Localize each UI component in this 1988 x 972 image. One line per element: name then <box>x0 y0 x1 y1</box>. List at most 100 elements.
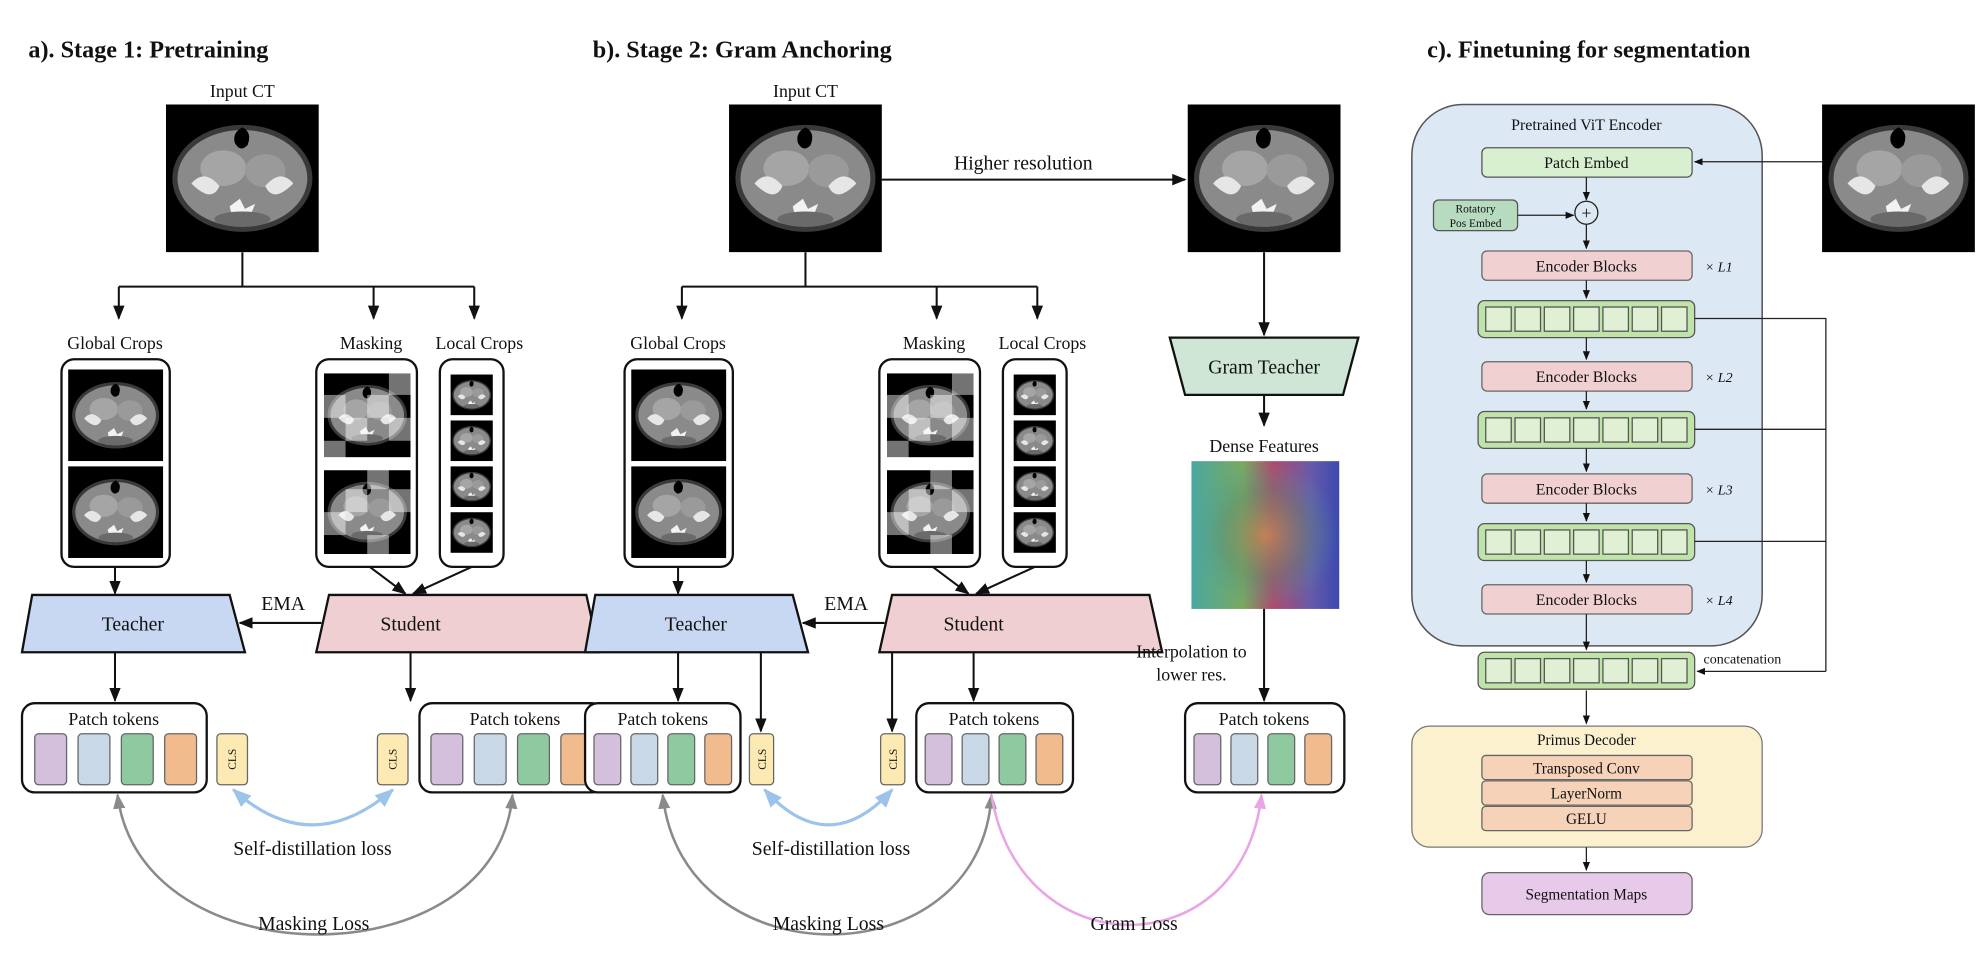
teacher-block <box>20 593 247 654</box>
student-label: Student <box>380 614 441 636</box>
arrow-masking-to-student <box>369 566 407 595</box>
student-block <box>314 593 601 654</box>
token <box>1035 733 1064 786</box>
input-ct-image <box>729 104 882 253</box>
encoder-block: Encoder Blocks× L4 <box>1481 584 1733 615</box>
token <box>164 733 198 786</box>
higher-resolution-label: Higher resolution <box>954 152 1093 174</box>
repeat-label: × L4 <box>1705 594 1733 609</box>
split-line <box>118 252 475 288</box>
token-cell <box>1602 417 1630 443</box>
local-crop-image <box>1013 374 1056 416</box>
local-crop-image <box>1013 512 1056 553</box>
student-patch-tokens: Patch tokens <box>915 702 1075 794</box>
teacher-label: Teacher <box>665 614 728 636</box>
svg-text:LayerNorm: LayerNorm <box>1551 786 1622 803</box>
global-crops-label: Global Crops <box>630 333 726 353</box>
token-cell <box>1485 529 1512 555</box>
token-cell <box>1631 657 1659 684</box>
global-crops-label: Global Crops <box>67 333 163 353</box>
patch-tokens-label: Patch tokens <box>68 709 159 729</box>
arrow-local-to-student <box>411 565 473 595</box>
token-cell <box>1514 417 1542 443</box>
svg-text:CLS: CLS <box>888 749 900 770</box>
teacher-patch-tokens: Patch tokens <box>583 702 742 794</box>
teacher-cls-token: CLS <box>748 733 775 786</box>
encoder-title: Pretrained ViT Encoder <box>1511 117 1662 134</box>
repeat-label: × L2 <box>1705 371 1733 386</box>
token <box>1230 733 1259 786</box>
concatenated-token-bar <box>1477 651 1696 690</box>
token <box>924 733 953 786</box>
gram-teacher-label: Gram Teacher <box>1208 356 1320 378</box>
svg-text:Encoder Blocks: Encoder Blocks <box>1536 258 1637 275</box>
patch-tokens-label: Patch tokens <box>470 709 561 729</box>
token-cell <box>1631 417 1659 443</box>
arrow-masking-to-student <box>932 566 970 595</box>
concatenation-label: concatenation <box>1704 653 1782 668</box>
token-cell <box>1602 529 1630 555</box>
token <box>516 733 551 786</box>
panel-a-pretraining: a). Stage 1: Pretraining Input CT Global… <box>20 36 606 936</box>
token <box>77 733 111 786</box>
pos-embed-label-1: Rotatory <box>1455 204 1495 216</box>
token-cell <box>1543 657 1571 684</box>
token <box>473 733 507 786</box>
student-cls-token: CLS <box>879 733 906 786</box>
token-cell <box>1543 306 1571 332</box>
teacher-cls-token: CLS <box>216 733 249 786</box>
local-crops-label: Local Crops <box>436 333 524 353</box>
dense-features-map <box>1191 461 1340 609</box>
token-cell <box>1660 657 1688 684</box>
token <box>1304 733 1333 786</box>
token <box>961 733 990 786</box>
token-cell <box>1485 657 1512 684</box>
token-cell <box>1572 529 1600 555</box>
masking-loss-label: Masking Loss <box>773 913 884 935</box>
local-crop-image <box>450 466 493 508</box>
self-distillation-label: Self-distillation loss <box>752 838 910 860</box>
local-crop-image <box>450 374 493 416</box>
student-cls-token: CLS <box>376 733 409 786</box>
decoder-layer: Transposed Conv <box>1481 754 1693 781</box>
gram-teacher-block <box>1168 336 1360 397</box>
ema-label: EMA <box>261 593 306 615</box>
masking-loss-arrow <box>113 793 518 936</box>
panel-a-title: a). Stage 1: Pretraining <box>28 36 268 63</box>
patch-tokens-label: Patch tokens <box>1219 709 1310 729</box>
interpolation-label-1: Interpolation to <box>1136 641 1246 661</box>
encoder-block: Encoder Blocks × L1 <box>1481 250 1733 281</box>
token-cell <box>1543 417 1571 443</box>
teacher-label: Teacher <box>102 614 165 636</box>
token-cell <box>1631 306 1659 332</box>
student-label: Student <box>943 614 1004 636</box>
token-cell <box>1660 529 1688 555</box>
token <box>1193 733 1222 786</box>
split-line <box>681 252 1038 288</box>
token-bar <box>1477 522 1696 562</box>
global-crop-image <box>68 466 164 558</box>
masking-loss-label: Masking Loss <box>258 913 369 935</box>
token <box>34 733 68 786</box>
dense-features-label: Dense Features <box>1209 436 1318 456</box>
token <box>120 733 154 786</box>
plus-sign: + <box>1581 203 1591 223</box>
segmentation-maps-block <box>1481 871 1693 916</box>
token <box>593 733 622 786</box>
token-cell <box>1660 417 1688 443</box>
token-cell <box>1543 529 1571 555</box>
local-crop-image <box>450 420 493 462</box>
repeat-label: × L1 <box>1705 260 1733 275</box>
interpolation-label-2: lower res. <box>1156 664 1226 684</box>
patch-tokens-label: Patch tokens <box>949 709 1040 729</box>
panel-c-title: c). Finetuning for segmentation <box>1427 36 1751 63</box>
token-cell <box>1485 306 1512 332</box>
masked-crop-images <box>886 369 974 558</box>
token-cell <box>1572 657 1600 684</box>
decoder-layer: LayerNorm <box>1481 780 1693 806</box>
skip-connections <box>1694 317 1827 672</box>
svg-text:CLS: CLS <box>227 749 239 770</box>
gram-loss-label: Gram Loss <box>1091 913 1178 935</box>
masking-loss-arrow <box>658 793 997 936</box>
